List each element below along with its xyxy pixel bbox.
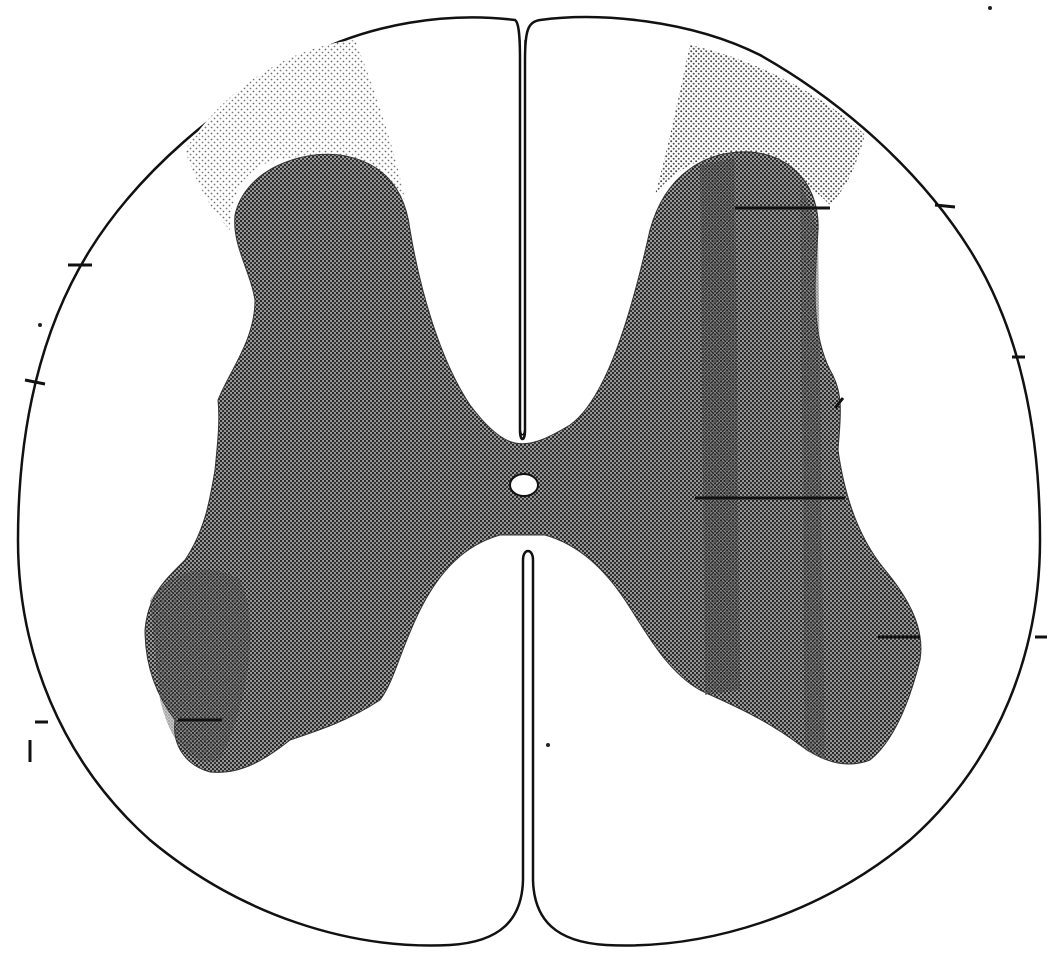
central-canal: [510, 474, 538, 496]
anterior-median-fissure: [523, 551, 533, 880]
leader-line-8: [935, 205, 955, 207]
posterior-median-septum: [520, 40, 525, 435]
grey-matter-dark-band: [700, 158, 740, 695]
